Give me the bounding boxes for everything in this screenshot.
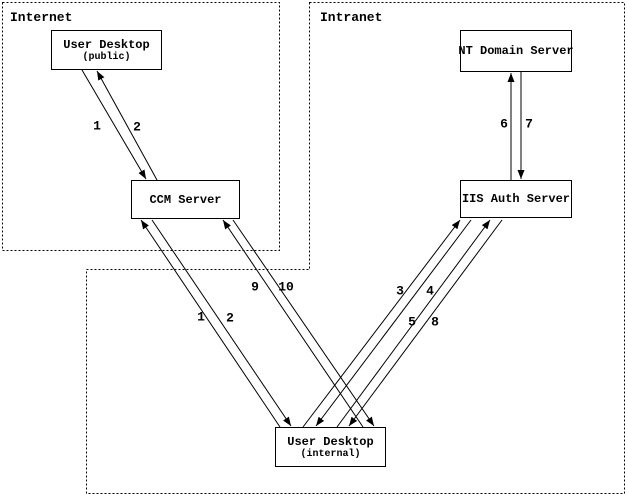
node-title: NT Domain Server <box>458 44 574 58</box>
edge-label-2-internal: 2 <box>226 310 234 326</box>
node-nt-domain-server: NT Domain Server <box>458 30 574 72</box>
edge-label-6: 6 <box>500 116 508 132</box>
node-title: IIS Auth Server <box>461 192 571 206</box>
node-title: CCM Server <box>149 192 222 207</box>
edge-label-3: 3 <box>396 283 404 299</box>
node-title: User Desktop <box>63 37 150 52</box>
edge-label-5: 5 <box>408 314 416 330</box>
edge-label-1-internal: 1 <box>197 309 205 325</box>
arrow-10-ccm-to-internal-desktop <box>232 219 375 427</box>
node-user-desktop-internal: User Desktop (internal) <box>275 427 386 467</box>
arrow-4-iis-to-internal-desktop <box>315 219 472 427</box>
intranet-zone-label: Intranet <box>320 10 383 25</box>
edge-label-2-public: 2 <box>133 119 141 135</box>
edge-label-4: 4 <box>426 283 434 299</box>
arrow-5-internal-desktop-to-iis <box>336 219 491 428</box>
internet-zone-border <box>2 2 280 251</box>
edge-label-1-public: 1 <box>93 118 101 134</box>
edge-label-9: 9 <box>251 279 259 295</box>
edge-label-8: 8 <box>431 314 439 330</box>
arrow-1-internal-desktop-to-ccm <box>140 219 281 428</box>
edge-label-10: 10 <box>278 279 294 295</box>
node-iis-auth-server: IIS Auth Server <box>460 180 572 218</box>
edge-label-7: 7 <box>525 116 533 132</box>
arrow-2-ccm-to-internal-desktop <box>151 219 292 427</box>
node-title: User Desktop <box>287 434 374 449</box>
internet-zone-label: Internet <box>10 10 73 25</box>
arrow-1-public-desktop-to-ccm <box>81 69 147 180</box>
node-subtitle: (internal) <box>300 448 361 460</box>
node-subtitle: (public) <box>82 51 131 63</box>
arrow-9-internal-desktop-to-ccm <box>222 219 364 428</box>
arrow-3-internal-desktop-to-iis <box>302 219 461 428</box>
intranet-zone-border <box>86 2 625 494</box>
arrow-2-ccm-to-public-desktop <box>96 70 158 181</box>
node-ccm-server: CCM Server <box>131 180 240 219</box>
arrow-8-iis-to-internal-desktop <box>348 219 503 427</box>
node-user-desktop-public: User Desktop (public) <box>51 30 162 70</box>
